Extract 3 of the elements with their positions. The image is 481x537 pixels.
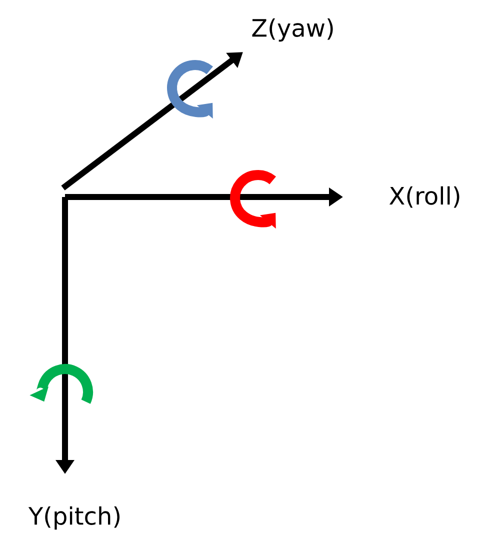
- axis-label: Z(yaw): [252, 18, 333, 42]
- axis-label: Y(pitch): [28, 506, 120, 530]
- axis-label: X(roll): [389, 186, 460, 208]
